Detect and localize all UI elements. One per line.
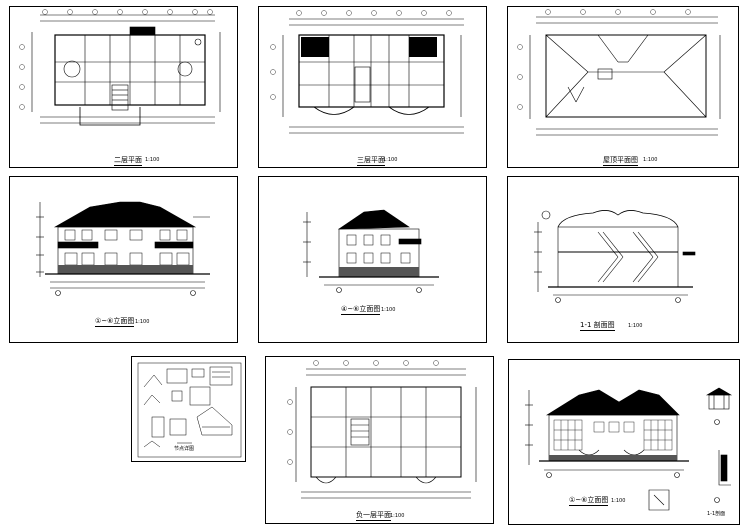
floor-plan-drawing — [270, 10, 464, 134]
sheet-scale: 1:100 — [643, 157, 658, 163]
sheet-title: 二层平面 — [114, 156, 142, 166]
sheet-roof-plan[interactable]: 屋顶平面图 1:100 — [507, 6, 739, 168]
sheet-title: ①~⑥立面图 — [95, 317, 135, 327]
sheet-scale: 1:100 — [628, 323, 643, 329]
roof-plan-drawing — [517, 9, 721, 136]
sheet-detail[interactable]: 节点详图 — [131, 356, 246, 462]
sheet-section-1-1[interactable]: 1-1 剖面图 1:100 — [507, 176, 739, 343]
sheet-scale: 1:100 — [611, 498, 626, 504]
floor-plan-drawing — [287, 360, 477, 499]
sheet-basement-plan[interactable]: 负一层平面 1:100 — [265, 356, 494, 524]
sheet-title: 1-1 剖面图 — [580, 321, 615, 331]
sheet-title: ④~⑥立面图 — [341, 305, 381, 315]
sheet-elevation-c[interactable]: ①~⑥立面图 1:100 1-1剖面 — [508, 359, 740, 525]
detail-drawing — [137, 362, 242, 458]
sheet-elevation-a[interactable]: ①~⑥立面图 1:100 — [9, 176, 238, 343]
sheet-title: 屋顶平面图 — [603, 156, 638, 166]
sheet-scale: 1:100 — [390, 513, 405, 519]
sheet-title: 节点详图 — [174, 446, 195, 452]
sheet-scale: 1:100 — [381, 307, 396, 313]
elevation-drawing — [36, 201, 210, 296]
sheet-title: 三层平面 — [357, 156, 385, 166]
floor-plan-drawing — [19, 9, 221, 126]
sheet-scale: 1:100 — [145, 157, 160, 163]
sheet-title: 负一层平面 — [356, 511, 391, 521]
sheet-elevation-b[interactable]: ④~⑥立面图 1:100 — [258, 176, 487, 343]
sheet-scale: 1:100 — [135, 319, 150, 325]
sheet-second-floor-plan[interactable]: 二层平面 1:100 — [9, 6, 238, 168]
elevation-drawing — [303, 209, 439, 293]
sheet-scale: 1:100 — [383, 157, 398, 163]
elevation-drawing — [525, 387, 733, 511]
sheet-third-floor-plan[interactable]: 三层平面 1:100 — [258, 6, 487, 168]
section-title: 1-1剖面 — [707, 511, 726, 517]
sheet-title: ①~⑥立面图 — [569, 496, 609, 506]
section-drawing — [534, 210, 696, 303]
